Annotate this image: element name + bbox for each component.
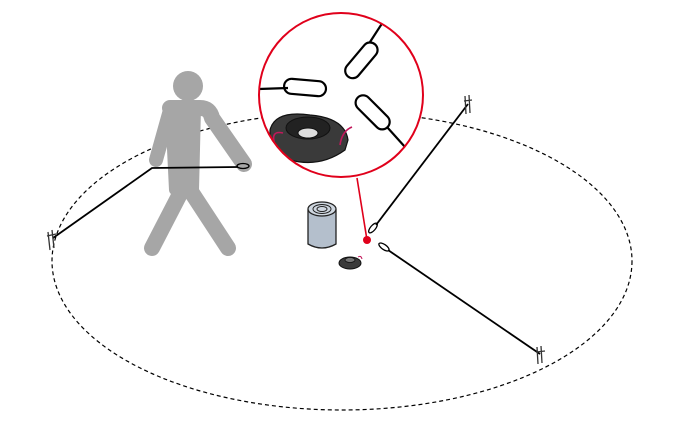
anchor-ring-icon: [338, 255, 363, 270]
callout-leader-line: [356, 177, 368, 241]
guy-line-stake-icon: [46, 94, 546, 365]
detail-callout: [258, 12, 424, 178]
walking-person-icon: [144, 71, 252, 256]
anchor-detail: [269, 113, 353, 163]
guy-line-bottom-right: [378, 242, 541, 355]
carabiner-icon: [259, 21, 406, 148]
guy-line-left: [52, 162, 250, 239]
callout-point: [363, 236, 371, 244]
tape-roll-icon: [307, 201, 337, 249]
guy-line-top-right: [368, 103, 469, 234]
